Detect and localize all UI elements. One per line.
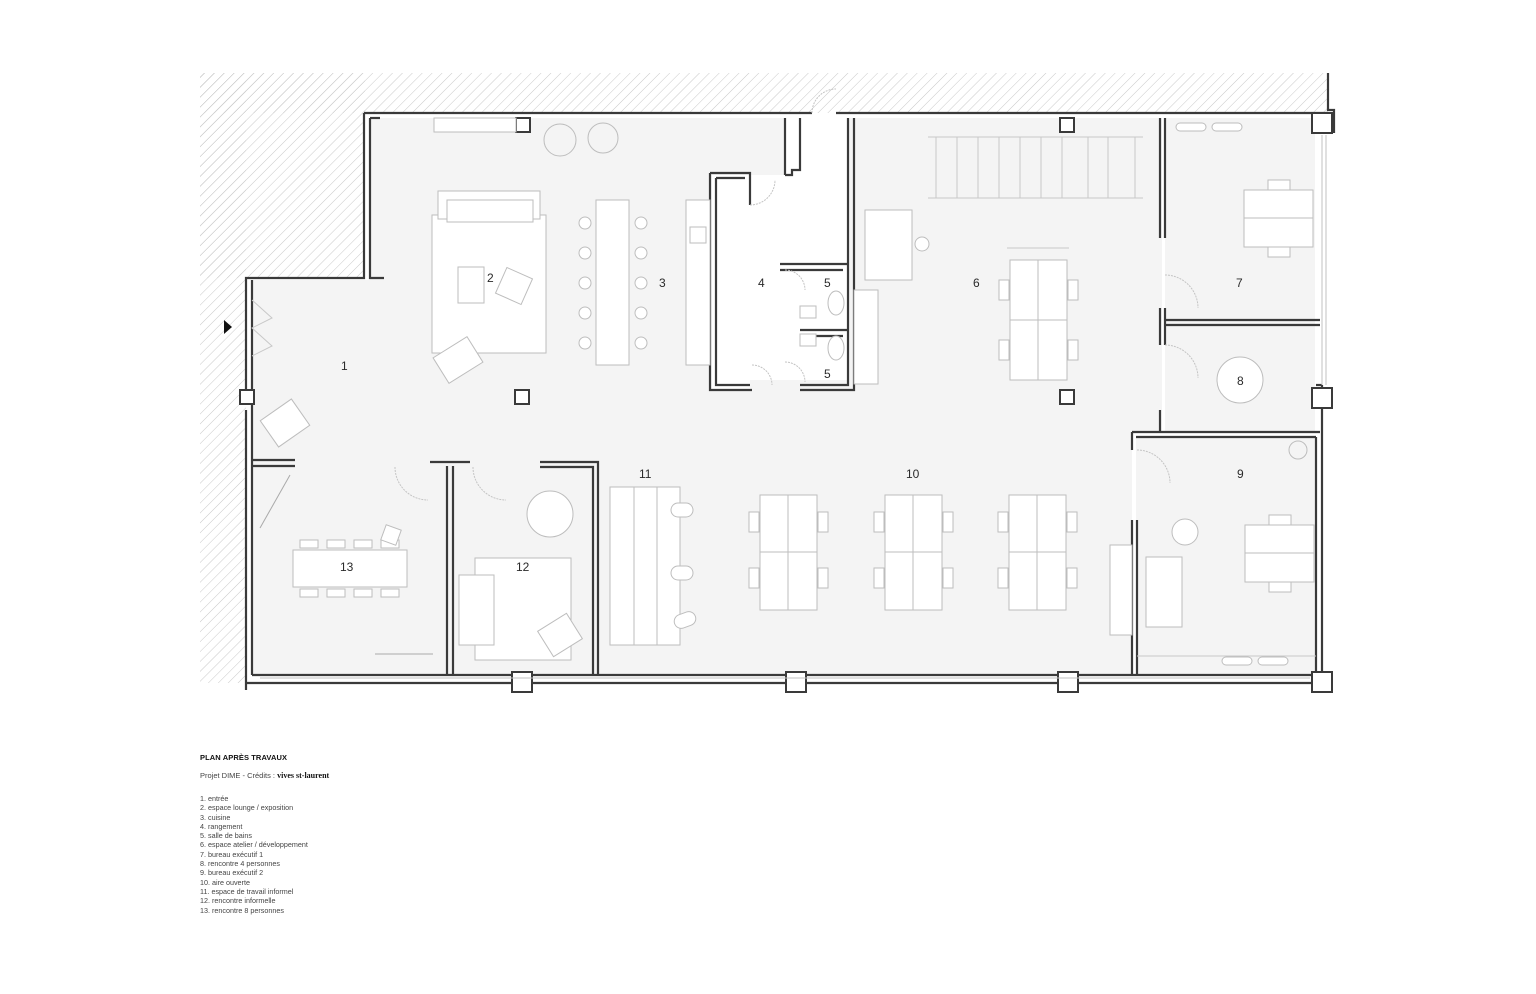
room-labels: 1 2 3 4 5 5 6 7 8 9 10 11 12 13: [340, 271, 1244, 574]
window-strip: [260, 135, 1327, 679]
room-label-7: 7: [1236, 276, 1243, 290]
room-label-8: 8: [1237, 374, 1244, 388]
legend-item: 12. rencontre informelle: [200, 896, 276, 906]
doors: [394, 88, 1199, 501]
credits-line: Projet DIME - Crédits : vives st-laurent: [200, 771, 329, 780]
credits-studio: vives st-laurent: [277, 771, 330, 780]
room-label-10: 10: [906, 467, 920, 481]
room-label-6: 6: [973, 276, 980, 290]
exterior-hatch: [200, 73, 1328, 683]
room-label-12: 12: [516, 560, 530, 574]
legend-item: 2. espace lounge / exposition: [200, 803, 294, 813]
room-label-2: 2: [487, 271, 494, 285]
legend-item: 1. entrée: [200, 794, 229, 803]
legend-item: 4. rangement: [200, 821, 243, 831]
room-label-5a: 5: [824, 276, 831, 290]
furniture: [259, 117, 1316, 666]
legend-item: 9. bureau exécutif 2: [200, 868, 264, 878]
legend-item: 7. bureau exécutif 1: [200, 849, 264, 859]
columns: [239, 112, 1333, 693]
legend-item: 11. espace de travail informel: [200, 886, 294, 896]
room-label-1: 1: [341, 359, 348, 373]
room-label-13: 13: [340, 560, 354, 574]
legend-item: 10. aire ouverte: [200, 877, 250, 887]
walls: [244, 73, 1336, 690]
room-label-11: 11: [639, 467, 652, 481]
room-label-9: 9: [1237, 467, 1244, 481]
room-label-5b: 5: [824, 367, 831, 381]
legend-item: 5. salle de bains: [200, 831, 252, 841]
plan-legend: PLAN APRÈS TRAVAUX Projet DIME - Crédits…: [200, 753, 329, 915]
legend-item: 3. cuisine: [200, 812, 231, 822]
entry-door: [251, 299, 273, 357]
room-legend-list: 1. entrée 2. espace lounge / exposition …: [200, 794, 329, 915]
room-label-3: 3: [659, 276, 666, 290]
legend-item: 13. rencontre 8 personnes: [200, 905, 284, 915]
entry-arrow-icon: [224, 320, 232, 334]
room-label-4: 4: [758, 276, 765, 290]
legend-item: 6. espace atelier / développement: [200, 840, 308, 850]
legend-item: 8. rencontre 4 personnes: [200, 859, 280, 869]
credits-prefix: Projet DIME - Crédits :: [200, 771, 276, 780]
drawing-title: PLAN APRÈS TRAVAUX: [200, 753, 288, 762]
